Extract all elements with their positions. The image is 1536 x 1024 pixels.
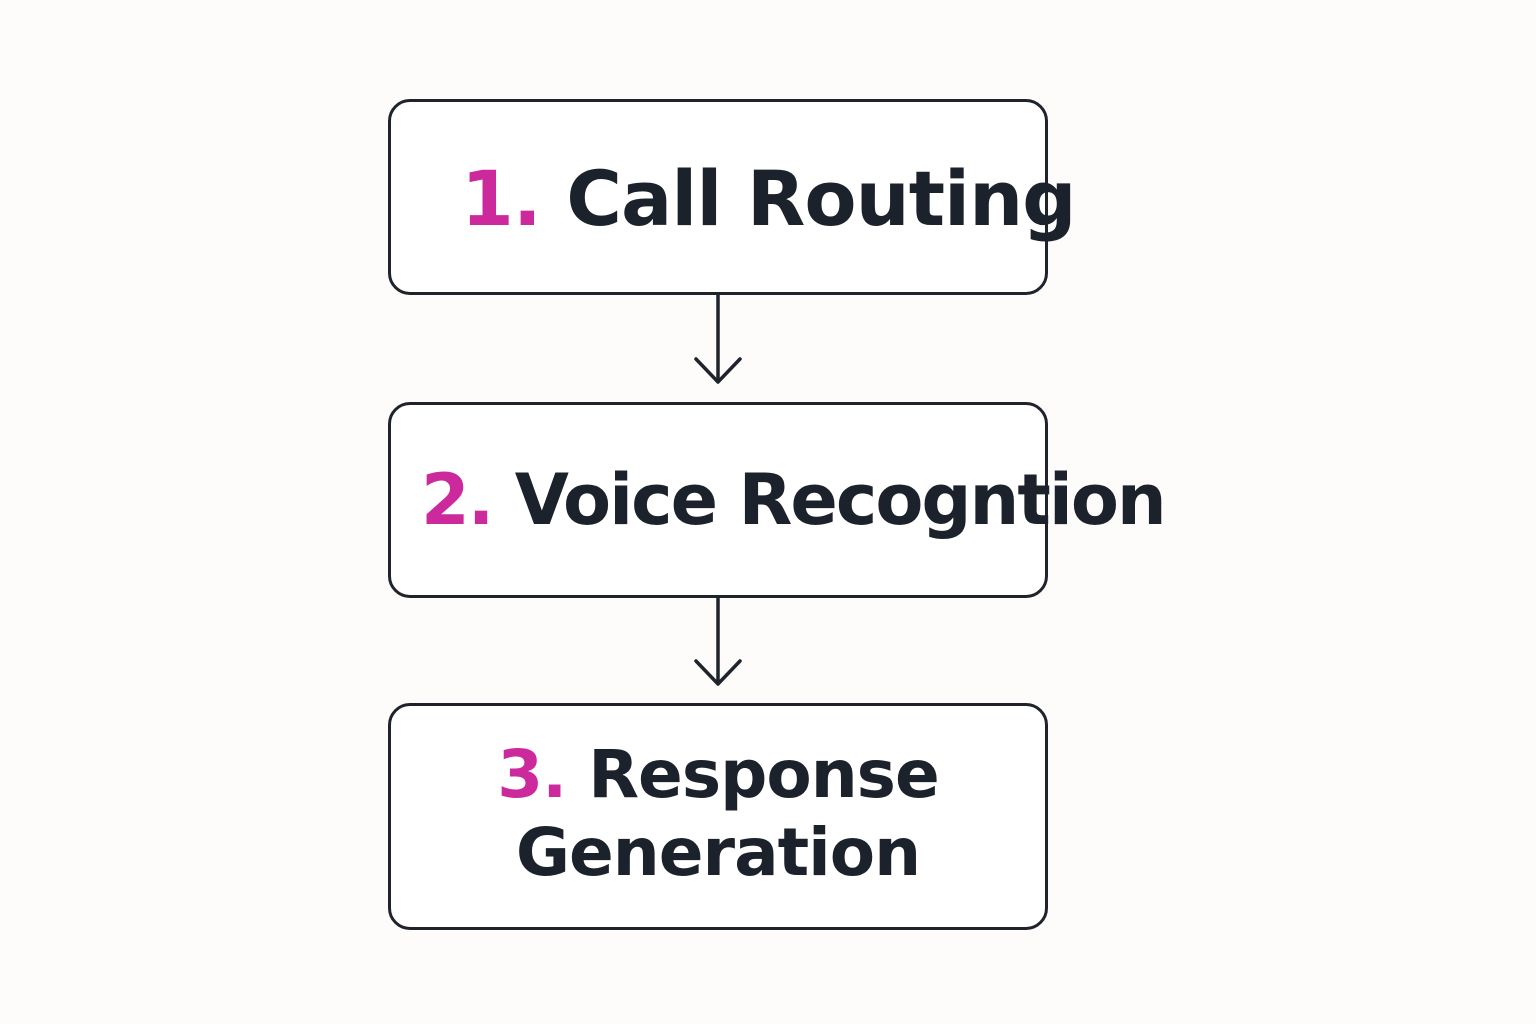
step-number: 2. — [421, 459, 494, 541]
step-title: Voice Recogntion — [514, 459, 1167, 541]
step-voice-recognition: 2. Voice Recogntion — [388, 402, 1167, 598]
step-call-routing: 1. Call Routing — [388, 99, 1077, 295]
step-number: 1. — [461, 154, 542, 243]
step-title-line-1: 3. Response — [391, 736, 1045, 814]
step-number: 3. — [497, 736, 567, 813]
step-label: 1. Call Routing — [461, 154, 1077, 243]
step-title-part: Response — [588, 736, 939, 813]
step-title: Call Routing — [566, 154, 1076, 243]
arrow-down-icon — [694, 293, 742, 384]
step-response-generation: 3. Response Generation — [388, 703, 1048, 930]
step-label: 3. Response Generation — [391, 736, 1045, 892]
step-title-line-2: Generation — [515, 814, 921, 891]
step-label: 2. Voice Recogntion — [421, 459, 1167, 541]
arrow-down-icon — [694, 595, 742, 686]
